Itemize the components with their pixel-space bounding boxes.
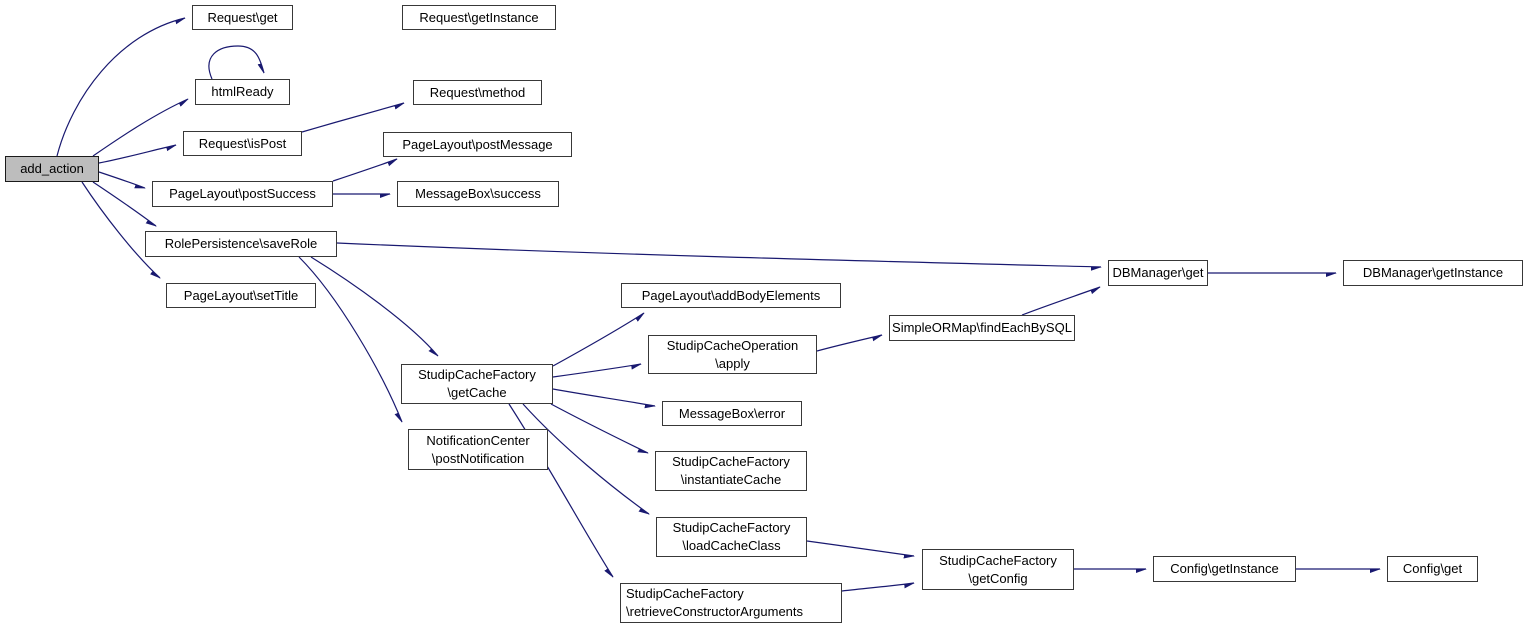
- node-label: \loadCacheClass: [682, 538, 781, 553]
- node-label: Config\getInstance: [1170, 561, 1279, 576]
- node-label: MessageBox\error: [678, 405, 786, 421]
- node-simpleormap-findeachbysql[interactable]: SimpleORMap\findEachBySQL: [889, 315, 1075, 341]
- node-request-getinstance[interactable]: Request\getInstance: [402, 5, 556, 30]
- node-label: StudipCacheFactory: [626, 586, 744, 601]
- node-notificationcenter-postnotification[interactable]: NotificationCenter \postNotification: [408, 429, 548, 470]
- node-pagelayout-settitle[interactable]: PageLayout\setTitle: [166, 283, 316, 308]
- node-label: Request\getInstance: [419, 9, 539, 25]
- edge-htmlready--htmlready: [208, 45, 265, 80]
- edge-rolepersistence-saverole--dbmanager-get: [336, 242, 1101, 267]
- node-studipcachefactory-instantiatecache[interactable]: StudipCacheFactory \instantiateCache: [655, 451, 807, 491]
- node-messagebox-error[interactable]: MessageBox\error: [662, 401, 802, 426]
- edge-studipcachefactory-getcache--messagebox-error: [552, 388, 655, 406]
- node-studipcachefactory-getcache[interactable]: StudipCacheFactory \getCache: [401, 364, 553, 404]
- edge-add-action--request-ispost: [98, 144, 176, 164]
- node-label: StudipCacheOperation: [666, 337, 799, 353]
- edge-pagelayout-postsuccess--pagelayout-postmessage: [332, 158, 397, 182]
- edges-group: [56, 17, 1380, 592]
- edge-studipcachefactory-getcache--pagelayout-addbodyelements: [552, 313, 644, 367]
- edge-studipcachefactory-loadcacheclass--studipcachefactory-getconfig: [806, 540, 914, 556]
- edge-simpleormap-findeachbysql--dbmanager-get: [1021, 286, 1100, 316]
- node-pagelayout-postmessage[interactable]: PageLayout\postMessage: [383, 132, 572, 157]
- node-label: MessageBox\success: [415, 186, 541, 201]
- edge-studipcachefactory-getcache--studipcachefactory-loadcacheclass: [522, 403, 649, 514]
- edge-studipcachefactory-retrieveconstructorarguments--studipcachefactory-getconfig: [841, 582, 914, 592]
- node-dbmanager-get[interactable]: DBManager\get: [1108, 260, 1208, 286]
- node-label: \postNotification: [431, 450, 525, 466]
- node-dbmanager-getinstance[interactable]: DBManager\getInstance: [1343, 260, 1523, 286]
- node-messagebox-success[interactable]: MessageBox\success: [397, 181, 559, 207]
- node-label: htmlReady: [211, 84, 274, 99]
- node-studipcacheoperation-apply[interactable]: StudipCacheOperation \apply: [648, 335, 817, 374]
- node-label: StudipCacheFactory: [939, 552, 1057, 568]
- node-label: StudipCacheFactory: [418, 367, 536, 382]
- node-studipcachefactory-retrieveconstructorarguments[interactable]: StudipCacheFactory \retrieveConstructorAr…: [620, 583, 842, 623]
- node-label: \getCache: [447, 385, 507, 400]
- node-config-get[interactable]: Config\get: [1387, 556, 1478, 582]
- node-studipcachefactory-loadcacheclass[interactable]: StudipCacheFactory \loadCacheClass: [656, 517, 807, 557]
- node-label: PageLayout\postMessage: [402, 136, 553, 152]
- node-add-action[interactable]: add_action: [5, 156, 99, 182]
- edge-studipcachefactory-getcache--studipcachefactory-instantiatecache: [550, 403, 648, 454]
- node-label: Request\method: [429, 84, 526, 100]
- node-studipcachefactory-getconfig[interactable]: StudipCacheFactory \getConfig: [922, 549, 1074, 590]
- node-pagelayout-addbodyelements[interactable]: PageLayout\addBodyElements: [621, 283, 841, 308]
- node-label: SimpleORMap\findEachBySQL: [892, 320, 1072, 335]
- node-label: PageLayout\postSuccess: [169, 186, 316, 201]
- node-label: \apply: [715, 355, 750, 371]
- edge-studipcacheoperation-apply--simpleormap-findeachbysql: [816, 334, 882, 352]
- node-pagelayout-postsuccess[interactable]: PageLayout\postSuccess: [152, 181, 333, 207]
- edge-studipcachefactory-getcache--studipcachefactory-retrieveconstructorarguments: [508, 403, 613, 577]
- edge-rolepersistence-saverole--studipcachefactory-getcache: [310, 256, 438, 356]
- node-label: \retrieveConstructorArguments: [626, 604, 804, 619]
- node-label: add_action: [20, 161, 84, 176]
- node-label: \getConfig: [968, 570, 1028, 586]
- node-label: NotificationCenter: [426, 432, 530, 448]
- edge-request-ispost--request-method: [301, 102, 404, 133]
- node-label: DBManager\get: [1112, 265, 1204, 280]
- edge-add-action--htmlready: [92, 98, 188, 157]
- node-label: RolePersistence\saveRole: [164, 236, 318, 251]
- node-request-ispost[interactable]: Request\isPost: [183, 131, 302, 156]
- edge-add-action--request-get: [56, 17, 185, 157]
- node-label: DBManager\getInstance: [1362, 265, 1504, 280]
- edge-add-action--pagelayout-postsuccess: [98, 171, 145, 189]
- edge-studipcachefactory-getcache--studipcacheoperation-apply: [552, 363, 641, 378]
- node-htmlready[interactable]: htmlReady: [195, 79, 290, 105]
- node-config-getinstance[interactable]: Config\getInstance: [1153, 556, 1296, 582]
- node-label: StudipCacheFactory: [672, 520, 791, 535]
- node-request-get[interactable]: Request\get: [192, 5, 293, 30]
- node-label: PageLayout\addBodyElements: [641, 287, 821, 303]
- node-rolepersistence-saverole[interactable]: RolePersistence\saveRole: [145, 231, 337, 257]
- edge-rolepersistence-saverole--notificationcenter-postnotification: [298, 256, 403, 422]
- node-label: Request\get: [207, 9, 278, 25]
- edge-add-action--pagelayout-settitle: [81, 181, 160, 278]
- node-label: StudipCacheFactory: [672, 454, 790, 469]
- node-label: PageLayout\setTitle: [183, 287, 299, 303]
- node-request-method[interactable]: Request\method: [413, 80, 542, 105]
- node-label: Config\get: [1402, 561, 1463, 576]
- node-label: \instantiateCache: [680, 472, 782, 487]
- edge-add-action--rolepersistence-saverole: [92, 181, 156, 226]
- node-label: Request\isPost: [198, 135, 287, 151]
